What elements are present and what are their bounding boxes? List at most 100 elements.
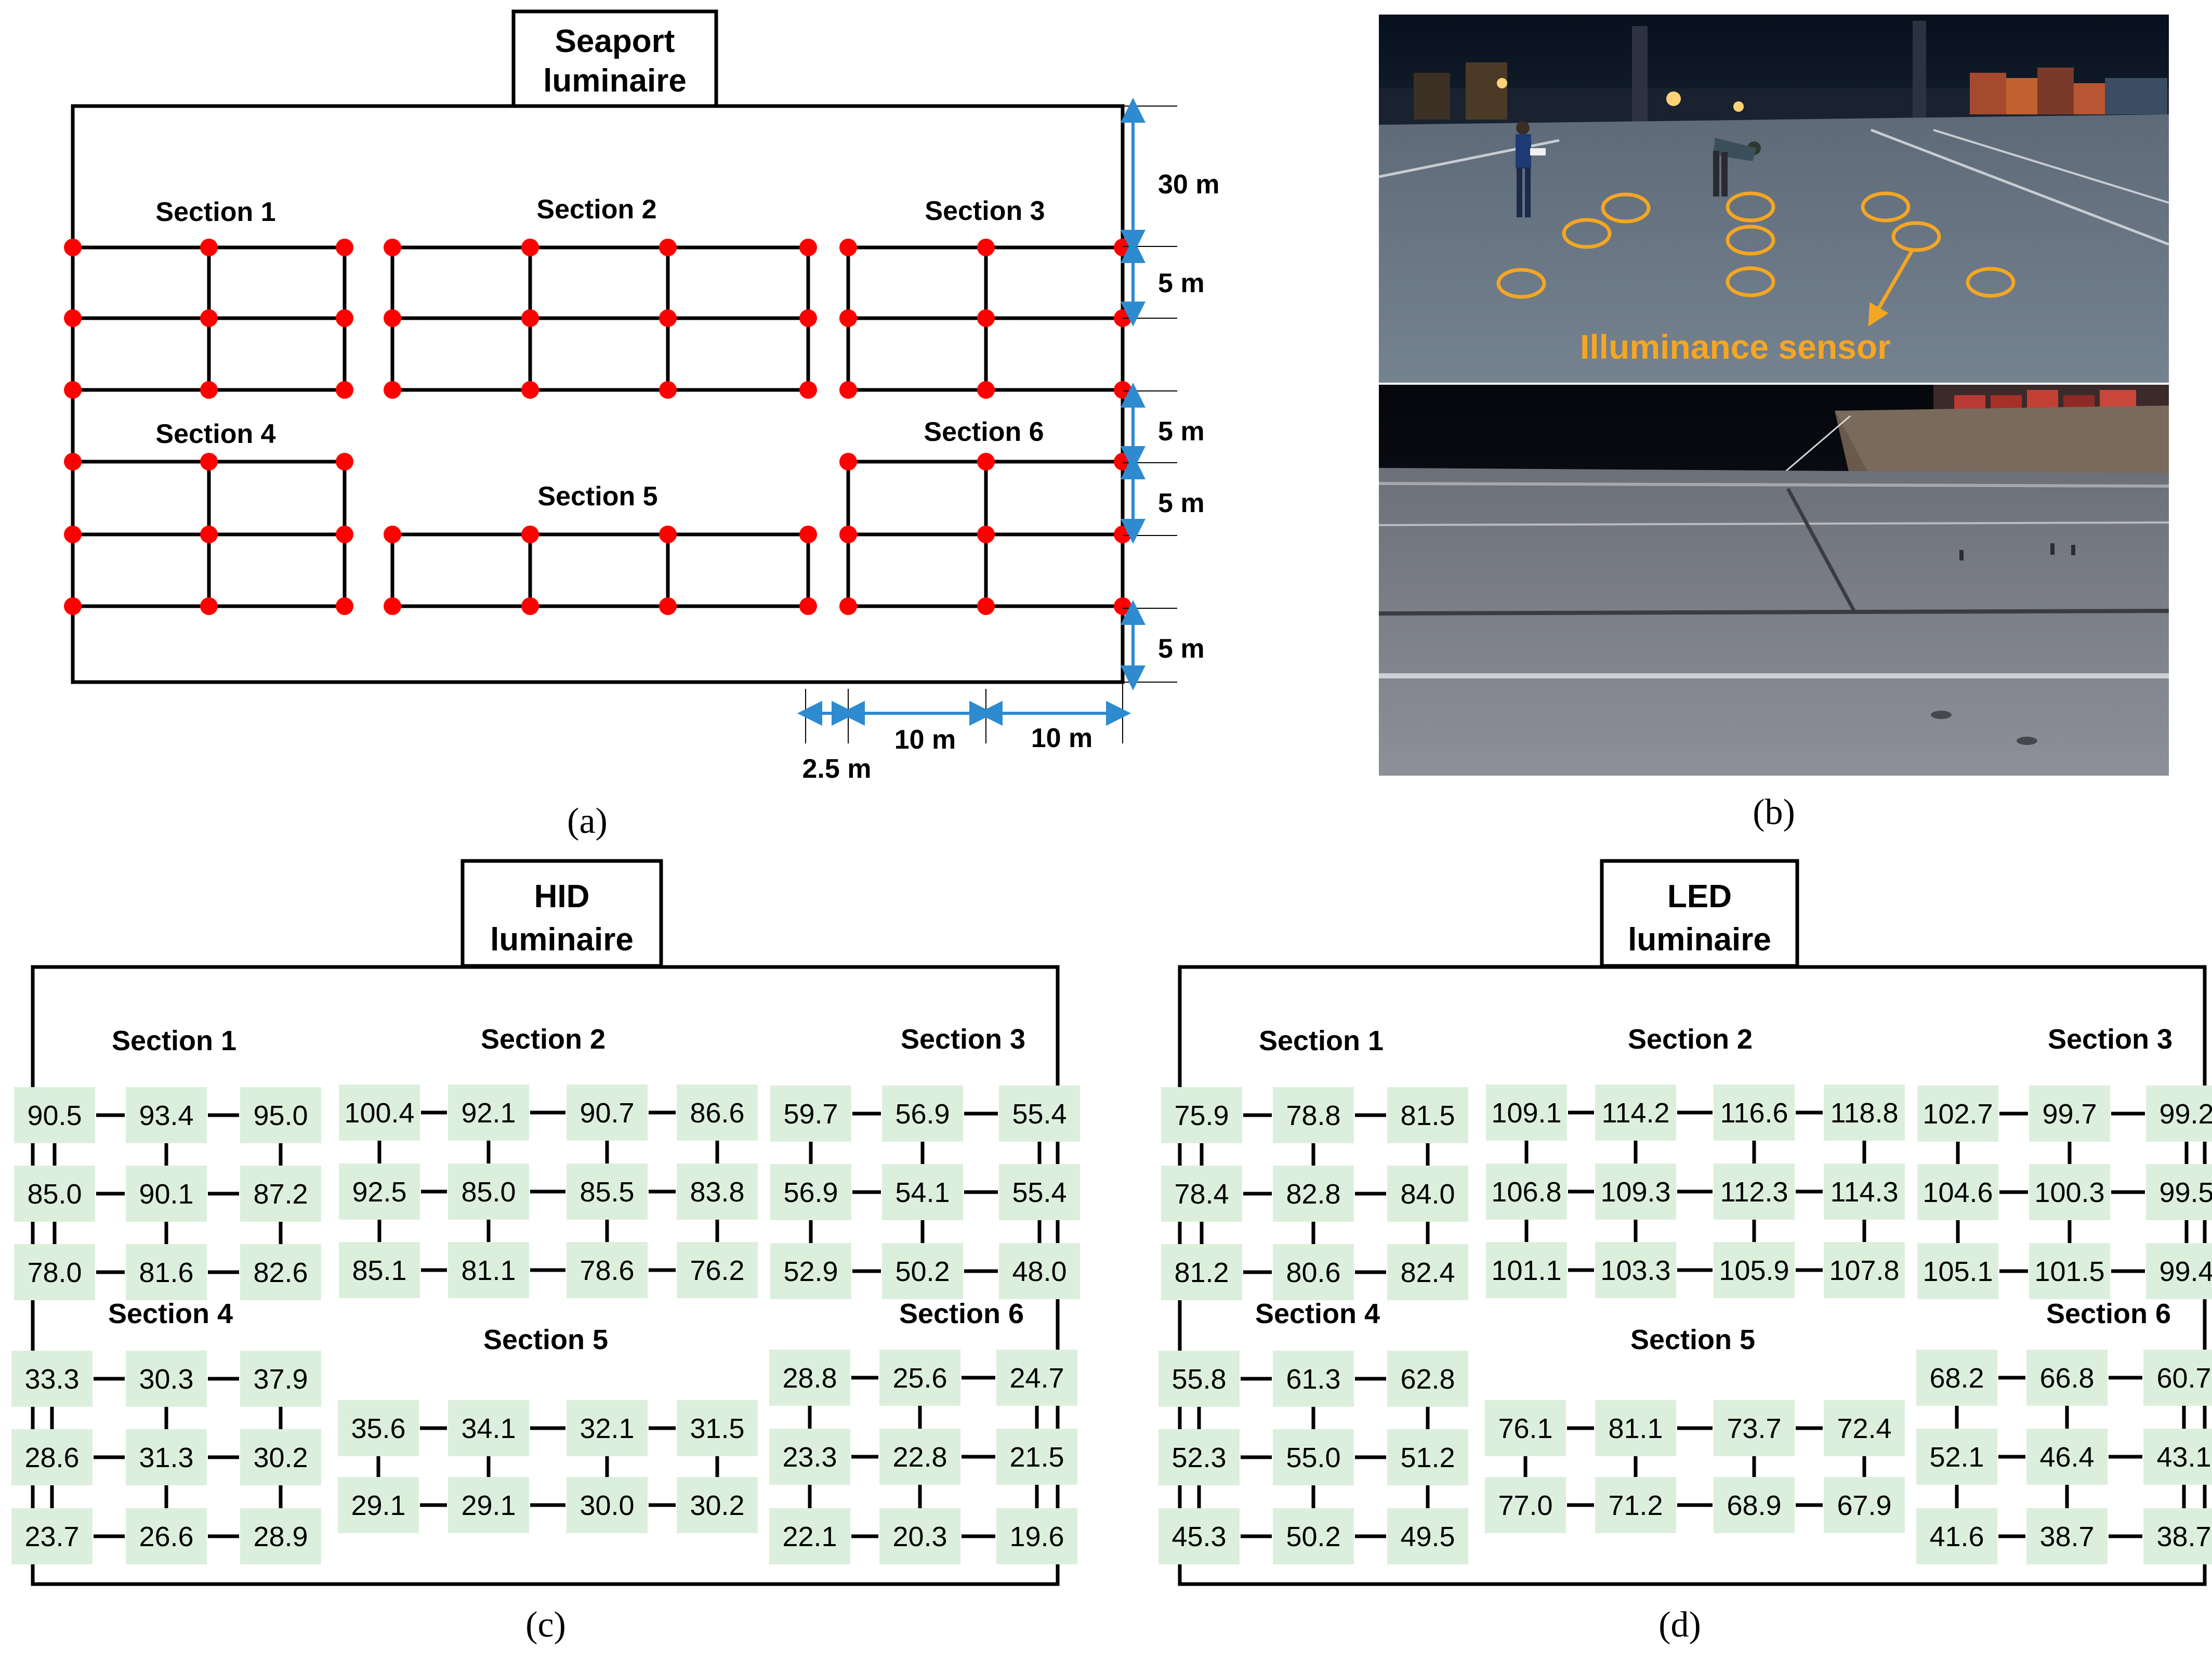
measurement-point <box>200 526 218 543</box>
section-1-label: Section 1 <box>112 1025 236 1056</box>
illuminance-value: 49.5 <box>1400 1521 1455 1552</box>
measurement-point <box>521 239 539 256</box>
measurement-point <box>521 381 539 399</box>
value-box <box>567 1400 648 1456</box>
value-box <box>999 1243 1080 1299</box>
value-box <box>2026 1429 2108 1485</box>
illuminance-value: 81.1 <box>461 1255 516 1286</box>
measurement-point <box>200 453 218 470</box>
measurement-point <box>336 597 353 615</box>
value-box <box>338 1477 419 1533</box>
panel-b-photo: Illuminance sensor (b) <box>1378 15 2169 832</box>
value-box <box>1486 1164 1567 1220</box>
value-box <box>1485 1400 1566 1456</box>
sensor-markers <box>1496 191 2016 299</box>
value-box <box>2146 1086 2212 1142</box>
illuminance-value: 92.5 <box>352 1177 406 1208</box>
illuminance-value: 50.2 <box>895 1256 950 1287</box>
illuminance-value: 31.3 <box>139 1442 193 1473</box>
illuminance-value: 95.0 <box>253 1100 308 1131</box>
dim-5m-label-4: 5 m <box>1158 634 1205 664</box>
measurement-point <box>659 381 677 399</box>
illuminance-value: 100.3 <box>2034 1177 2104 1208</box>
value-box <box>339 1242 420 1298</box>
measurement-point <box>799 597 817 615</box>
illuminance-value: 24.7 <box>1009 1363 1064 1394</box>
value-box <box>999 1164 1080 1220</box>
illuminance-value: 106.8 <box>1491 1177 1561 1208</box>
illuminance-value: 84.0 <box>1400 1179 1455 1210</box>
illuminance-value: 48.0 <box>1012 1256 1066 1287</box>
hid-title-box <box>460 859 663 968</box>
measurement-point <box>336 309 353 327</box>
value-box <box>1273 1244 1354 1300</box>
caption-d: (d) <box>1658 1605 1701 1645</box>
illuminance-value: 67.9 <box>1837 1490 1891 1521</box>
illuminance-value: 52.3 <box>1171 1442 1226 1473</box>
measurement-point <box>200 309 218 327</box>
value-box <box>1387 1429 1468 1485</box>
illuminance-value: 76.1 <box>1498 1413 1552 1444</box>
illuminance-value: 81.1 <box>1608 1413 1663 1444</box>
value-box <box>1916 1508 1997 1564</box>
value-box <box>1486 1242 1567 1298</box>
value-box <box>2143 1429 2212 1485</box>
illuminance-value: 87.2 <box>253 1179 308 1210</box>
value-box <box>339 1164 420 1220</box>
section-4-label: Section 4 <box>1255 1298 1380 1329</box>
value-box <box>996 1350 1077 1406</box>
illuminance-value: 99.2 <box>2159 1099 2212 1130</box>
value-box <box>1595 1084 1676 1141</box>
illuminance-value: 101.5 <box>2034 1256 2104 1287</box>
value-box <box>448 1400 529 1456</box>
measurement-point <box>659 239 677 256</box>
dim-5m-label-3: 5 m <box>1158 488 1205 518</box>
hid-title-line1: HID <box>534 879 590 914</box>
illuminance-value: 85.0 <box>461 1177 516 1208</box>
value-box <box>14 1244 95 1300</box>
illuminance-value: 30.3 <box>139 1364 193 1395</box>
illuminance-value: 86.6 <box>690 1097 744 1129</box>
value-box <box>2143 1350 2212 1406</box>
illuminance-value: 105.1 <box>1923 1256 1993 1287</box>
dim-5m-label-2: 5 m <box>1158 416 1205 447</box>
illuminance-value: 23.7 <box>24 1521 79 1552</box>
measurement-point <box>336 381 353 399</box>
worker-standing <box>1516 121 1546 217</box>
illuminance-value: 90.5 <box>27 1100 82 1131</box>
measurement-point <box>799 526 817 543</box>
value-box <box>1714 1242 1795 1298</box>
measurement-point <box>839 381 857 399</box>
value-box <box>996 1508 1077 1564</box>
value-box <box>126 1087 207 1143</box>
illuminance-value: 101.1 <box>1491 1255 1561 1286</box>
illuminance-value: 118.8 <box>1830 1097 1898 1129</box>
section-3-label: Section 3 <box>925 196 1045 226</box>
value-box <box>1273 1429 1354 1485</box>
measurement-point <box>384 526 401 543</box>
illuminance-value: 71.2 <box>1608 1490 1663 1521</box>
section-3-label: Section 3 <box>2048 1024 2172 1055</box>
value-box <box>1387 1087 1468 1143</box>
illuminance-value: 114.3 <box>1830 1177 1898 1208</box>
illuminance-value: 55.4 <box>1012 1099 1066 1130</box>
value-box <box>126 1244 207 1300</box>
illuminance-value: 68.2 <box>1929 1363 1984 1394</box>
illuminance-value: 66.8 <box>2039 1363 2094 1394</box>
section-2-label: Section 2 <box>1628 1024 1753 1055</box>
illuminance-value: 43.1 <box>2156 1442 2211 1473</box>
value-box <box>240 1087 321 1143</box>
section-1-label: Section 1 <box>1259 1025 1384 1056</box>
measurement-point <box>977 526 995 543</box>
value-box <box>14 1087 95 1143</box>
measurement-point <box>336 526 353 543</box>
panel-a-title-box <box>511 9 718 108</box>
measurement-point <box>1114 381 1131 399</box>
measurement-point <box>659 526 677 543</box>
